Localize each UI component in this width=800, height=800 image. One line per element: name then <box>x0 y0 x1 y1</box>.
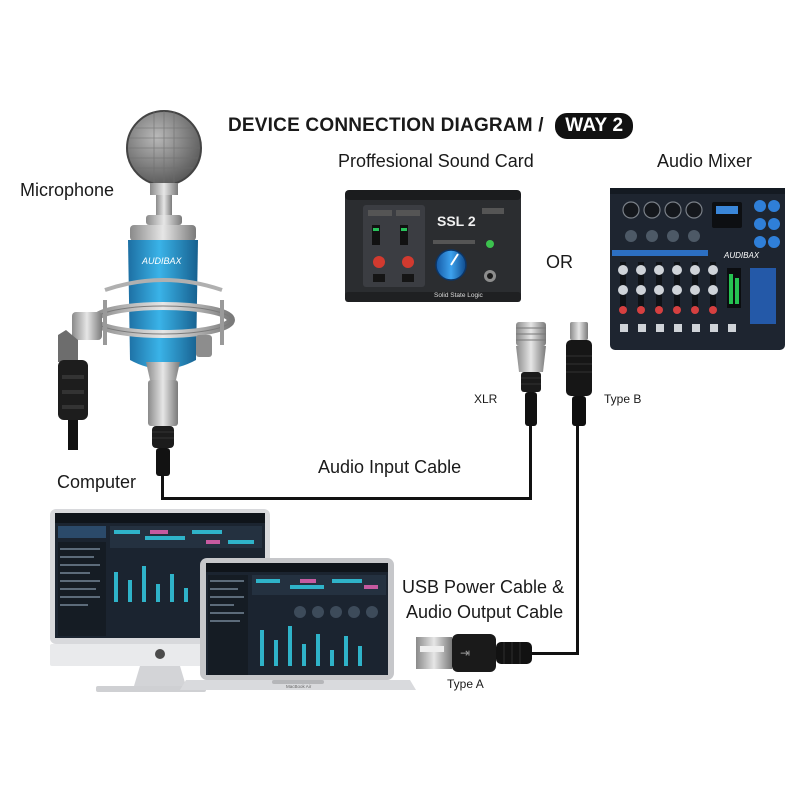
usb-cable-horizontal <box>530 652 579 655</box>
title-badge: WAY 2 <box>555 113 634 139</box>
sound-card-device: SSL 2 Solid State Logic <box>345 190 521 302</box>
audio-mixer-device: AUDIBAX <box>610 188 785 350</box>
sound-card-label: Proffesional Sound Card <box>338 151 534 171</box>
mixer-brand: AUDIBAX <box>723 251 760 260</box>
svg-text:⇥: ⇥ <box>460 646 470 660</box>
sound-card-brand: SSL 2 <box>437 213 476 229</box>
diagram-title: DEVICE CONNECTION DIAGRAM / WAY 2 <box>228 113 634 139</box>
usb-cable-label-line2: Audio Output Cable <box>406 602 564 622</box>
laptop-name: MacBook Air <box>286 684 312 689</box>
xlr-label: XLR <box>474 392 498 406</box>
audio-input-cable-label: Audio Input Cable <box>318 457 462 477</box>
title-text: DEVICE CONNECTION DIAGRAM / <box>228 115 544 136</box>
mic-brand-text: AUDIBAX <box>141 256 183 266</box>
audio-input-cable-horizontal <box>161 497 532 500</box>
microphone-label: Microphone <box>20 180 115 200</box>
usb-type-b-connector <box>566 322 592 426</box>
imac-computer <box>50 509 270 692</box>
usb-type-a-connector: ⇥ <box>416 634 532 672</box>
xlr-connector <box>516 322 546 426</box>
usb-cable-vertical <box>576 425 579 655</box>
sound-card-maker: Solid State Logic <box>434 292 484 299</box>
audio-mixer-label: Audio Mixer <box>657 151 753 171</box>
mic-cable-drop <box>161 475 164 499</box>
type-b-label: Type B <box>604 392 642 406</box>
computer-label: Computer <box>57 472 137 492</box>
or-label: OR <box>546 252 573 272</box>
laptop-computer: MacBook Air <box>180 558 416 690</box>
audio-input-cable-riser <box>529 425 532 500</box>
usb-cable-label-line1: USB Power Cable & <box>402 577 565 597</box>
type-a-label: Type A <box>447 677 484 691</box>
